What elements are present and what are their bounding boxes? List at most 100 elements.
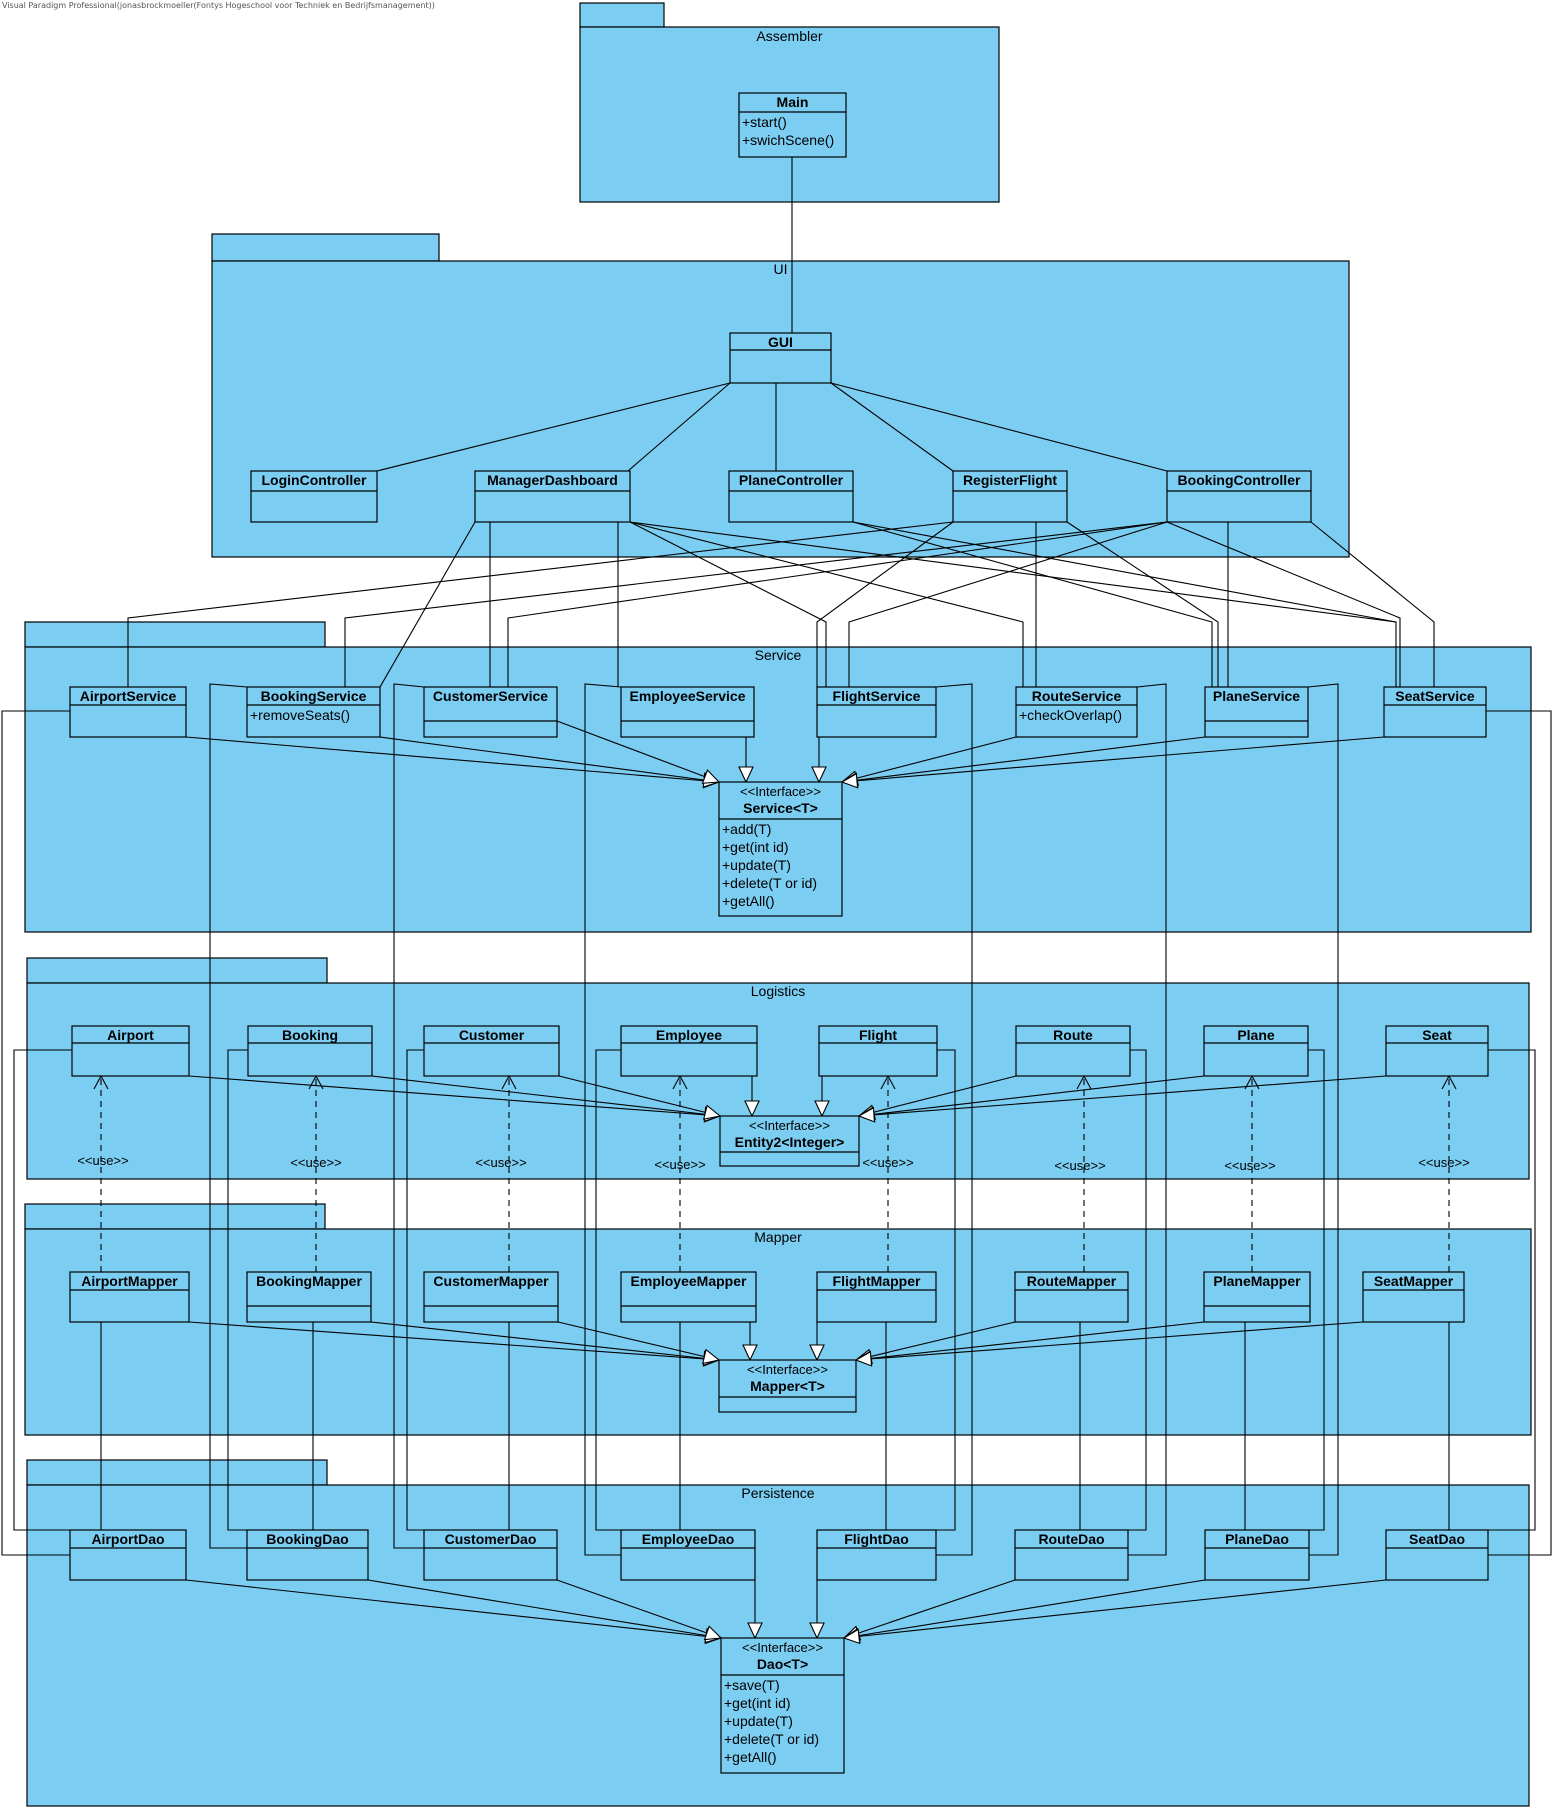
class-name: RouteService <box>1032 688 1122 704</box>
class-operation: +get(int id) <box>724 1695 791 1711</box>
realization-line-arrowhead <box>703 1104 722 1120</box>
class-box <box>1203 1271 1311 1323</box>
use-label: <<use>> <box>77 1153 128 1168</box>
realization-line-arrowhead <box>701 769 721 784</box>
class-operation: +add(T) <box>722 821 771 837</box>
realization-line-arrowhead <box>840 772 859 789</box>
class-operation: +getAll() <box>724 1749 777 1765</box>
class-booking-controller: BookingController <box>1166 470 1312 523</box>
class-booking-dao: BookingDao <box>246 1529 369 1581</box>
class-name: BookingService <box>261 688 367 704</box>
class-flight: Flight <box>818 1025 938 1077</box>
class-box <box>246 686 381 738</box>
class-box <box>816 1271 937 1323</box>
class-name: Route <box>1053 1027 1093 1043</box>
class-box <box>816 686 937 738</box>
classes-layer: Main+start()+swichScene()GUILoginControl… <box>69 92 1489 1774</box>
class-name: SeatDao <box>1409 1531 1465 1547</box>
dependency-line <box>852 521 1213 687</box>
realization-line-arrowhead <box>742 1344 758 1362</box>
class-operation: +get(int id) <box>722 839 789 855</box>
class-name: Seat <box>1422 1027 1452 1043</box>
realization-line <box>843 1579 1016 1639</box>
class-name: Customer <box>459 1027 525 1043</box>
service-dao-line <box>1486 710 1552 1556</box>
class-route-service: RouteService+checkOverlap() <box>1015 686 1138 738</box>
class-plane-controller: PlaneController <box>728 470 854 523</box>
class-operation: +removeSeats() <box>250 707 350 723</box>
class-box <box>816 1529 937 1581</box>
dependency-line <box>816 521 954 687</box>
class-customer: Customer <box>423 1025 560 1077</box>
dependency-line <box>127 521 954 687</box>
realization-line-arrowhead <box>702 1348 721 1365</box>
class-airport-mapper: AirportMapper <box>69 1271 190 1323</box>
class-box <box>720 1637 845 1774</box>
class-name: CustomerMapper <box>433 1273 549 1289</box>
class-dao-i: <<Interface>>Dao<T>+save(T)+get(int id)+… <box>720 1637 845 1774</box>
service-dao-line <box>393 683 425 1549</box>
class-plane: Plane <box>1203 1025 1309 1077</box>
class-box <box>718 781 843 917</box>
class-box <box>423 1025 560 1077</box>
realization-line <box>558 1075 721 1117</box>
class-box <box>738 92 847 158</box>
class-name: AirportDao <box>91 1531 164 1547</box>
realization-line <box>858 1075 1017 1117</box>
class-box <box>1204 1529 1310 1581</box>
class-customer-dao: CustomerDao <box>423 1529 558 1581</box>
class-name: SeatMapper <box>1374 1273 1454 1289</box>
realization-line-arrowhead <box>814 1100 830 1118</box>
class-name: BookingController <box>1178 472 1301 488</box>
class-stereotype: <<Interface>> <box>747 1362 828 1377</box>
class-airport-service: AirportService <box>69 686 187 738</box>
class-box <box>423 1271 559 1323</box>
package-tab <box>26 957 328 984</box>
class-route-mapper: RouteMapper <box>1014 1271 1129 1323</box>
class-name: Entity2<Integer> <box>735 1134 845 1150</box>
class-service-i: <<Interface>>Service<T>+add(T)+get(int i… <box>718 781 843 917</box>
class-box <box>620 686 755 738</box>
class-box <box>1362 1271 1465 1323</box>
package-name: Logistics <box>751 983 805 999</box>
association-line <box>627 382 731 472</box>
class-manager-dashboard: ManagerDashboard <box>474 470 631 523</box>
entity-dao-line <box>1488 1049 1536 1531</box>
class-name: PlaneController <box>739 472 844 488</box>
class-box <box>1166 470 1312 523</box>
entity-dao-line <box>595 1049 621 1531</box>
class-flight-dao: FlightDao <box>816 1529 937 1581</box>
class-flight-service: FlightService <box>816 686 937 738</box>
class-seat-service: SeatService <box>1383 686 1487 738</box>
packages-layer: AssemblerUIServiceLogisticsMapperPersist… <box>24 2 1532 1807</box>
realization-line-arrowhead <box>703 1625 723 1641</box>
entity-dao-line <box>936 1049 956 1531</box>
class-stereotype: <<Interface>> <box>749 1118 830 1133</box>
realization-line <box>556 720 720 783</box>
class-box <box>69 686 187 738</box>
dependency-line <box>507 521 1168 687</box>
class-airport: Airport <box>71 1025 190 1077</box>
class-register-flight: RegisterFlight <box>952 470 1068 523</box>
labels-layer: <<use>><<use>><<use>><<use>><<use>><<use… <box>77 1153 1469 1173</box>
class-name: RegisterFlight <box>963 472 1057 488</box>
class-box <box>818 1025 938 1077</box>
class-name: BookingDao <box>266 1531 348 1547</box>
class-box <box>423 1529 558 1581</box>
dependency-line <box>1166 521 1401 687</box>
class-box <box>69 1271 190 1323</box>
class-name: AirportService <box>80 688 177 704</box>
class-stereotype: <<Interface>> <box>742 1640 823 1655</box>
service-dao-line <box>935 683 973 1556</box>
dependency-line <box>848 521 1168 687</box>
class-box <box>474 470 631 523</box>
class-box <box>1015 1025 1131 1077</box>
class-name: EmployeeDao <box>642 1531 735 1547</box>
realization-line <box>370 1321 720 1361</box>
use-label: <<use>> <box>654 1157 705 1172</box>
class-name: LoginController <box>262 472 368 488</box>
class-box <box>247 1025 373 1077</box>
class-flight-mapper: FlightMapper <box>816 1271 937 1323</box>
dependency-line <box>852 521 1397 623</box>
